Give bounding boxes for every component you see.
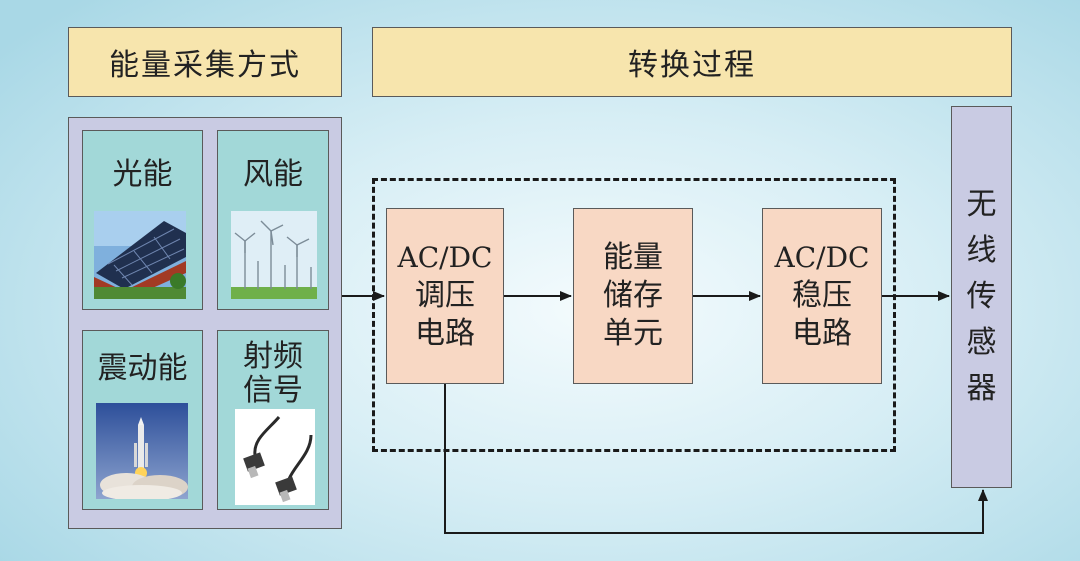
block-1-line2: 调压 (415, 278, 475, 313)
wind-turbines-image (231, 211, 317, 299)
block-3-line1: AC/DC (774, 241, 870, 274)
block-2-line2: 储存 (603, 278, 663, 313)
conversion-process-header: 转换过程 (372, 27, 1012, 97)
source-vibration: 震动能 (82, 330, 203, 510)
acdc-stabilizer-block: AC/DC 稳压 电路 (762, 208, 882, 384)
energy-storage-block: 能量 储存 单元 (573, 208, 693, 384)
source-solar-label: 光能 (112, 157, 173, 192)
rocket-launch-image (96, 403, 188, 499)
sensor-char-5: 器 (966, 371, 997, 406)
sensor-char-2: 线 (966, 233, 997, 268)
energy-collection-header: 能量采集方式 (68, 27, 342, 97)
source-wind-label: 风能 (243, 157, 303, 192)
energy-source-panel: 光能 风能 (68, 117, 342, 529)
source-vibration-label: 震动能 (97, 351, 188, 386)
solar-panel-image (94, 211, 186, 299)
arrow-bypass-to-sensor (444, 384, 988, 534)
block-1-line3: 电路 (415, 316, 475, 351)
block-2-line1: 能量 (603, 240, 663, 275)
block-3-line2: 稳压 (792, 278, 852, 313)
sensor-char-4: 感 (966, 325, 997, 360)
block-1-line1: AC/DC (397, 241, 493, 274)
acdc-regulator-block: AC/DC 调压 电路 (386, 208, 504, 384)
rf-connector-image (235, 409, 315, 505)
source-rf: 射频 信号 (217, 330, 329, 510)
source-solar: 光能 (82, 130, 203, 310)
source-rf-label-line1: 射频 (243, 339, 303, 374)
sensor-char-3: 传 (966, 279, 997, 314)
block-2-line3: 单元 (603, 316, 663, 351)
source-wind: 风能 (217, 130, 329, 310)
sensor-char-1: 无 (966, 187, 997, 222)
wireless-sensor-block: 无 线 传 感 器 (951, 106, 1012, 488)
source-rf-label-line2: 信号 (243, 373, 303, 408)
block-3-line3: 电路 (792, 316, 852, 351)
conversion-boundary (372, 178, 896, 452)
